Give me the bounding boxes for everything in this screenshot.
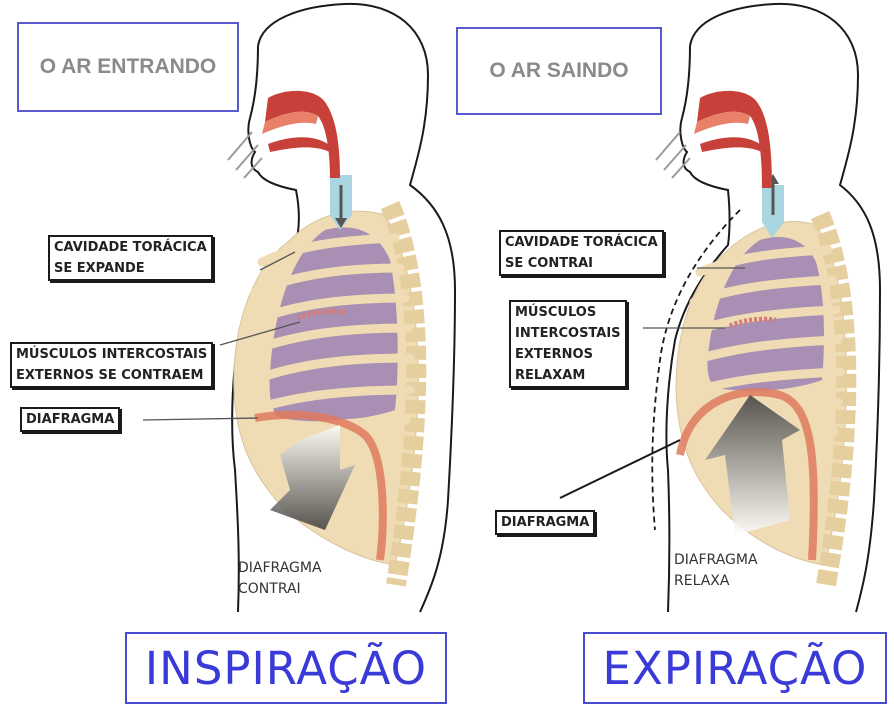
- diaphragm-arrow-up: [705, 395, 800, 535]
- diaphragm-left: [254, 410, 387, 561]
- expiration-title-box: O AR SAINDO: [456, 27, 662, 115]
- expiration-figure: [559, 2, 882, 613]
- inspiration-muscles-label: MÚSCULOS INTERCOSTAIS EXTERNOS SE CONTRA…: [10, 342, 214, 388]
- expiration-title: O AR SAINDO: [489, 59, 629, 82]
- inspiration-title: O AR ENTRANDO: [39, 55, 217, 78]
- expiration-cavity-label: CAVIDADE TORÁCICA SE CONTRAI: [499, 230, 664, 276]
- expiration-caption-box: EXPIRAÇÃO: [583, 632, 887, 704]
- inspiration-figure: [142, 2, 457, 613]
- diaphragm-right: [676, 388, 818, 561]
- airway-right: [697, 90, 772, 188]
- airway-left: [265, 90, 340, 178]
- expanded-chest-outline: [651, 209, 741, 531]
- spine-right: [810, 210, 857, 587]
- expiration-diaphragm-label: DIAFRAGMA: [495, 510, 596, 535]
- inspiration-caption-box: INSPIRAÇÃO: [125, 632, 447, 704]
- inspiration-diaphragm-label: DIAFRAGMA: [20, 407, 121, 432]
- body-outline-right: [665, 2, 882, 613]
- expiration-caption: EXPIRAÇÃO: [602, 641, 868, 695]
- intercostal-muscle-right: [728, 316, 777, 329]
- diaphragm-arrow-down: [270, 425, 355, 530]
- inspiration-diaphragm-note: DIAFRAGMA CONTRAI: [238, 560, 322, 597]
- expiration-diaphragm-note: DIAFRAGMA RELAXA: [674, 552, 758, 589]
- expiration-muscles-label: MÚSCULOS INTERCOSTAIS EXTERNOS RELAXAM: [509, 300, 627, 388]
- spine-left: [380, 200, 427, 587]
- inspiration-title-box: O AR ENTRANDO: [17, 22, 239, 112]
- inspiration-caption: INSPIRAÇÃO: [144, 641, 428, 695]
- inspiration-cavity-label: CAVIDADE TORÁCICA SE EXPANDE: [48, 235, 213, 281]
